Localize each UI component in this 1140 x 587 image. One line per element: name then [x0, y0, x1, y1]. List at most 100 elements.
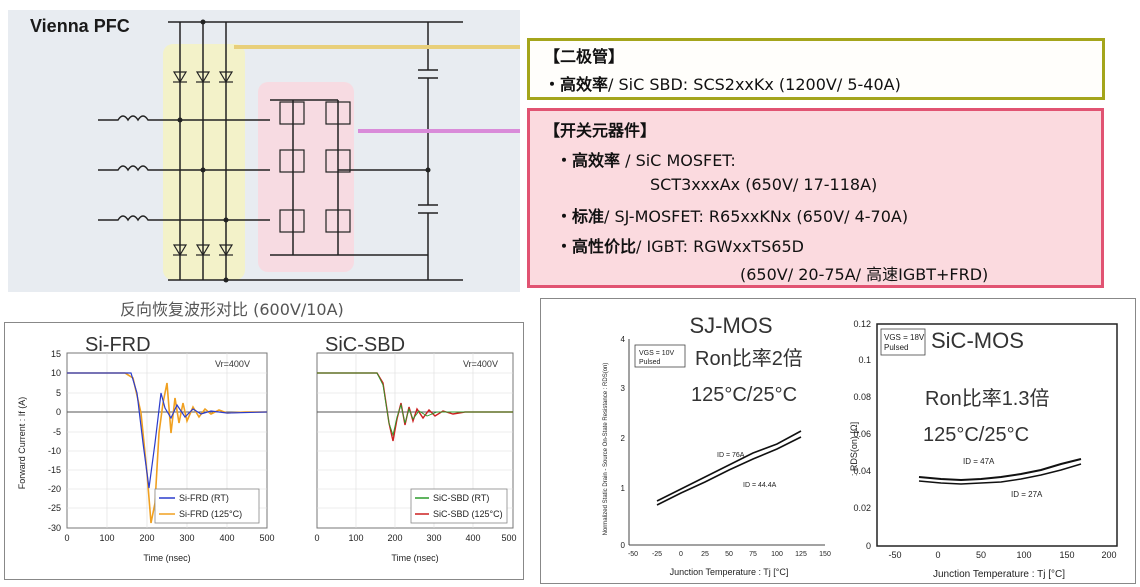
sicmos-name: SiC-MOS — [931, 328, 1024, 353]
sjmos-ratio: Ron比率2倍 — [695, 347, 803, 370]
sicmos-ytick-6: 0 — [866, 541, 871, 551]
sifrd-xtick-5: 500 — [259, 533, 274, 543]
sifrd-xtick-4: 400 — [219, 533, 234, 543]
sicsbd-xtick-5: 500 — [501, 533, 516, 543]
sicsbd-name: SiC-SBD — [325, 334, 405, 356]
sifrd-ytick-5: -10 — [48, 446, 61, 456]
sifrd-xlabel: Time (nsec) — [143, 553, 190, 563]
sicmos-xtick-0: -50 — [888, 550, 901, 560]
sicmos-label-27: ID = 27A — [1011, 490, 1043, 499]
sicsbd-xtick-2: 200 — [387, 533, 402, 543]
switch-info-box: 【开关元器件】 ・高效率 / SiC MOSFET: SCT3xxxAx (65… — [527, 108, 1104, 288]
sjmos-xtick-2: 0 — [679, 551, 683, 558]
sicsbd-legend-rt: SiC-SBD (RT) — [433, 493, 489, 503]
sjmos-xtick-5: 75 — [749, 551, 757, 558]
sifrd-xtick-1: 100 — [99, 533, 114, 543]
waveform-svg: 15 10 5 0 -5 -10 -15 -20 -25 -30 0 100 2… — [17, 334, 517, 563]
sicsbd-plot: 0 100 200 300 400 500 Time (nsec) SiC-SB… — [314, 334, 516, 563]
sicmos-cond1: VGS = 18V — [884, 333, 925, 342]
switch-line-5: (650V/ 20-75A/ 高速IGBT+FRD) — [740, 265, 989, 284]
sifrd-rt-curve — [67, 372, 268, 489]
waveform-caption: 反向恢复波形对比 (600V/10A) — [120, 300, 344, 319]
sicmos-ytick-3: 0.06 — [853, 429, 871, 439]
sicsbd-xtick-0: 0 — [314, 533, 319, 543]
sifrd-vr: Vr=400V — [215, 359, 250, 369]
sjmos-xtick-0: -50 — [628, 551, 638, 558]
sifrd-plot: 15 10 5 0 -5 -10 -15 -20 -25 -30 0 100 2… — [17, 334, 275, 563]
sjmos-xtick-8: 150 — [819, 551, 831, 558]
sifrd-xtick-0: 0 — [64, 533, 69, 543]
sifrd-ytick-6: -15 — [48, 465, 61, 475]
sifrd-legend-rt: Si-FRD (RT) — [179, 493, 229, 503]
sicmos-cond2: Pulsed — [884, 343, 908, 352]
sicmos-ylabel: : RDS(on) [Ω] — [849, 422, 859, 476]
sjmos-xtick-7: 125 — [795, 551, 807, 558]
sjmos-xlabel: Junction Temperature : Tj [°C] — [670, 567, 789, 577]
sifrd-name: Si-FRD — [85, 334, 151, 356]
sifrd-ytick-7: -20 — [48, 484, 61, 494]
vienna-pfc-schematic — [98, 19, 520, 283]
sjmos-ytick-2: 2 — [621, 434, 626, 443]
sjmos-label-44: ID = 44.4A — [743, 482, 777, 489]
sjmos-ylabel: Normalized Static Drain - Source On-Stat… — [603, 363, 609, 536]
sicsbd-hot-curve — [317, 372, 513, 442]
switch-line-3: ・标准/ SJ-MOSFET: R65xxKNx (650V/ 4-70A) — [556, 203, 908, 227]
sicmos-curve-47 — [918, 458, 1082, 482]
sjmos-label-76: ID = 76A — [717, 452, 745, 459]
diode-line-1-rest: / SiC SBD: SCS2xxKx (1200V/ 5-40A) — [608, 75, 901, 94]
sicsbd-xlabel: Time (nsec) — [391, 553, 438, 563]
diode-heading: 【二极管】 — [544, 47, 625, 66]
sjmos-ytick-4: 0 — [621, 541, 626, 550]
sifrd-ylabel: Forward Current : If (A) — [17, 397, 27, 490]
sjmos-ytick-1: 3 — [621, 384, 626, 393]
diode-info-box: 【二极管】 ・高效率/ SiC SBD: SCS2xxKx (1200V/ 5-… — [527, 38, 1105, 100]
sjmos-xtick-1: -25 — [652, 551, 662, 558]
sifrd-ytick-3: 0 — [56, 407, 61, 417]
sicsbd-legend-hot: SiC-SBD (125°C) — [433, 509, 503, 519]
sjmos-ytick-0: 4 — [621, 335, 626, 344]
ron-panel: SJ-MOS 4 3 2 1 0 -50 -25 0 25 50 75 100 … — [540, 298, 1136, 584]
sicmos-xtick-1: 0 — [935, 550, 940, 560]
sicmos-temp: 125°C/25°C — [923, 424, 1029, 446]
diode-line-1: ・高效率/ SiC SBD: SCS2xxKx (1200V/ 5-40A) — [544, 71, 901, 95]
sicmos-xtick-3: 100 — [1016, 550, 1031, 560]
switch-line-4: ・高性价比/ IGBT: RGWxxTS65D — [556, 233, 804, 257]
sjmos-cond1: VGS = 10V — [639, 350, 675, 357]
switch-highlight — [258, 82, 354, 272]
sjmos-cond2: Pulsed — [639, 359, 661, 366]
sjmos-name: SJ-MOS — [689, 313, 772, 338]
sicmos-xtick-4: 150 — [1059, 550, 1074, 560]
page-title: Vienna PFC — [30, 16, 130, 36]
sjmos-xtick-6: 100 — [771, 551, 783, 558]
sicmos-ytick-5: 0.02 — [853, 503, 871, 513]
sicsbd-rt-curve — [317, 372, 513, 437]
sifrd-xtick-2: 200 — [139, 533, 154, 543]
sicmos-xtick-5: 200 — [1101, 550, 1116, 560]
sifrd-ytick-1: 10 — [51, 368, 61, 378]
switch-line-4-rest: / IGBT: RGWxxTS65D — [636, 237, 804, 256]
sicmos-ytick-0: 0.12 — [853, 319, 871, 329]
sicmos-curve-27 — [918, 463, 1082, 485]
sifrd-ytick-0: 15 — [51, 349, 61, 359]
switch-line-2: SCT3xxxAx (650V/ 17-118A) — [650, 175, 878, 194]
switch-line-3-bold: ・标准 — [556, 207, 605, 226]
sicmos-xtick-2: 50 — [976, 550, 986, 560]
ron-svg: SJ-MOS 4 3 2 1 0 -50 -25 0 25 50 75 100 … — [603, 313, 1118, 580]
sicmos-xlabel: Junction Temperature : Tj [°C] — [933, 569, 1065, 580]
switch-heading: 【开关元器件】 — [544, 121, 657, 140]
sicmos-label-47: ID = 47A — [963, 457, 995, 466]
sicmos-ytick-2: 0.08 — [853, 392, 871, 402]
sjmos-xtick-3: 25 — [701, 551, 709, 558]
sjmos-temp: 125°C/25°C — [691, 384, 797, 406]
sicsbd-vr: Vr=400V — [463, 359, 498, 369]
sifrd-hot-curve — [67, 372, 267, 524]
switch-line-1-rest: / SiC MOSFET: — [620, 151, 736, 170]
sicmos-ytick-1: 0.1 — [858, 355, 871, 365]
diode-line-1-bold: ・高效率 — [544, 75, 609, 94]
sicmos-ratio: Ron比率1.3倍 — [925, 387, 1050, 410]
switch-line-3-rest: / SJ-MOSFET: R65xxKNx (650V/ 4-70A) — [604, 207, 909, 226]
sicsbd-xtick-3: 300 — [426, 533, 441, 543]
sjmos-curve-76 — [656, 430, 802, 502]
switch-line-1: ・高效率 / SiC MOSFET: — [556, 147, 736, 171]
sifrd-legend-hot: Si-FRD (125°C) — [179, 509, 242, 519]
